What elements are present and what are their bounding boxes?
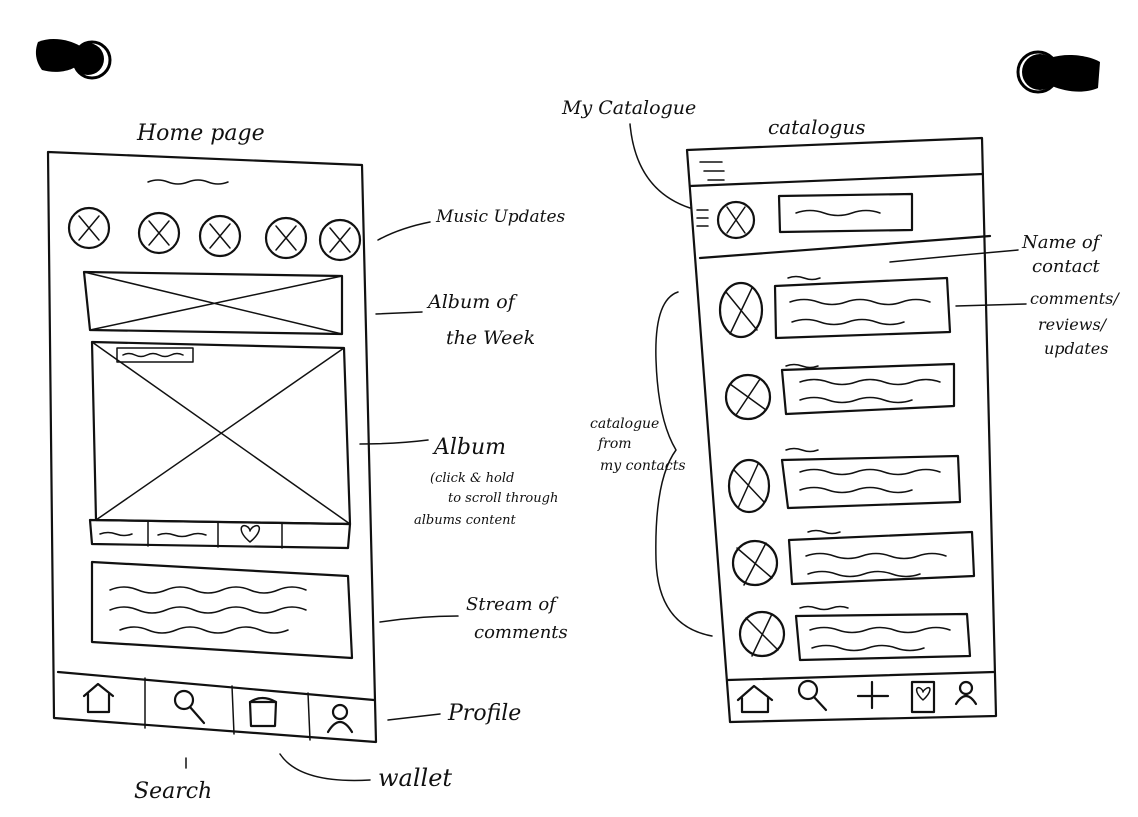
svg-text:Album: Album xyxy=(432,435,506,460)
annotation-search: Search xyxy=(134,757,212,804)
svg-text:the Week: the Week xyxy=(446,327,535,349)
home-phone-frame xyxy=(46,150,378,744)
music-update-avatar[interactable] xyxy=(318,218,362,262)
svg-text:wallet: wallet xyxy=(378,764,452,792)
album-carousel[interactable] xyxy=(90,340,352,526)
svg-text:(click & hold: (click & hold xyxy=(430,471,514,486)
heart-bag-icon[interactable] xyxy=(910,680,936,714)
annotation-comments: comments/ reviews/ updates xyxy=(955,289,1120,358)
svg-text:catalogue: catalogue xyxy=(590,416,659,432)
svg-text:reviews/: reviews/ xyxy=(1038,315,1108,334)
annotation-album-of-week: Album of the Week xyxy=(375,291,535,349)
svg-text:My Catalogue: My Catalogue xyxy=(561,97,696,119)
album-tab[interactable] xyxy=(157,532,207,538)
svg-text:to scroll through: to scroll through xyxy=(448,491,558,506)
svg-text:Music Updates: Music Updates xyxy=(435,207,566,227)
svg-text:updates: updates xyxy=(1044,339,1108,358)
svg-text:albums content: albums content xyxy=(414,513,517,528)
homepage-title: Home page xyxy=(136,121,265,146)
annotation-profile: Profile xyxy=(387,701,521,726)
album-of-week-banner[interactable] xyxy=(82,270,344,336)
music-update-avatar[interactable] xyxy=(198,214,242,258)
profile-icon[interactable] xyxy=(326,703,354,734)
search-icon[interactable] xyxy=(173,689,206,725)
annotation-music-updates: Music Updates xyxy=(377,207,566,241)
contact-list xyxy=(718,275,976,662)
catalogue-bottom-nav xyxy=(726,670,996,714)
svg-text:Profile: Profile xyxy=(447,701,521,726)
contact-row[interactable] xyxy=(738,605,972,662)
home-icon[interactable] xyxy=(82,682,115,714)
svg-text:my contacts: my contacts xyxy=(600,458,686,474)
svg-text:comments: comments xyxy=(474,622,568,643)
svg-text:comments/: comments/ xyxy=(1030,289,1120,308)
profile-icon[interactable] xyxy=(954,680,978,706)
annotation-catalogue-contacts: catalogue from my contacts xyxy=(590,291,713,637)
ink-blot-right xyxy=(1016,50,1100,94)
plus-icon[interactable] xyxy=(856,680,890,710)
annotation-album: Album (click & hold to scroll through al… xyxy=(359,435,558,528)
heart-icon[interactable] xyxy=(240,524,260,543)
annotation-wallet: wallet xyxy=(279,753,452,792)
annotation-my-catalogue: My Catalogue xyxy=(561,97,696,209)
home-bottom-nav xyxy=(56,670,376,741)
contact-row[interactable] xyxy=(718,275,952,340)
svg-text:Album of: Album of xyxy=(426,291,518,313)
my-catalogue-row[interactable] xyxy=(696,192,914,240)
svg-text:Stream of: Stream of xyxy=(466,594,559,615)
contact-row[interactable] xyxy=(727,447,962,514)
wallet-icon[interactable] xyxy=(248,696,278,728)
contact-row[interactable] xyxy=(724,362,956,421)
svg-text:contact: contact xyxy=(1032,256,1101,277)
svg-text:Name of: Name of xyxy=(1021,232,1103,253)
contact-row[interactable] xyxy=(731,529,976,587)
album-tab-row xyxy=(88,518,352,550)
menu-icon[interactable] xyxy=(696,209,709,227)
search-icon[interactable] xyxy=(797,679,828,712)
music-update-avatar[interactable] xyxy=(67,206,111,250)
row-divider xyxy=(698,234,992,260)
annotation-name-of-contact: Name of contact xyxy=(889,232,1103,277)
svg-text:from: from xyxy=(597,436,632,452)
home-icon[interactable] xyxy=(736,684,774,714)
annotation-stream: Stream of comments xyxy=(379,594,568,643)
comments-stream-box[interactable] xyxy=(90,560,354,660)
ink-blot-left xyxy=(35,39,112,80)
music-update-avatar[interactable] xyxy=(264,216,308,260)
music-updates-row xyxy=(67,206,362,262)
catalogue-title: catalogus xyxy=(768,115,865,139)
album-tab[interactable] xyxy=(99,531,133,537)
hamburger-menu-icon[interactable] xyxy=(699,161,725,181)
music-update-avatar[interactable] xyxy=(137,211,181,255)
catalogue-phone-frame xyxy=(685,136,998,724)
svg-text:Search: Search xyxy=(134,779,212,804)
